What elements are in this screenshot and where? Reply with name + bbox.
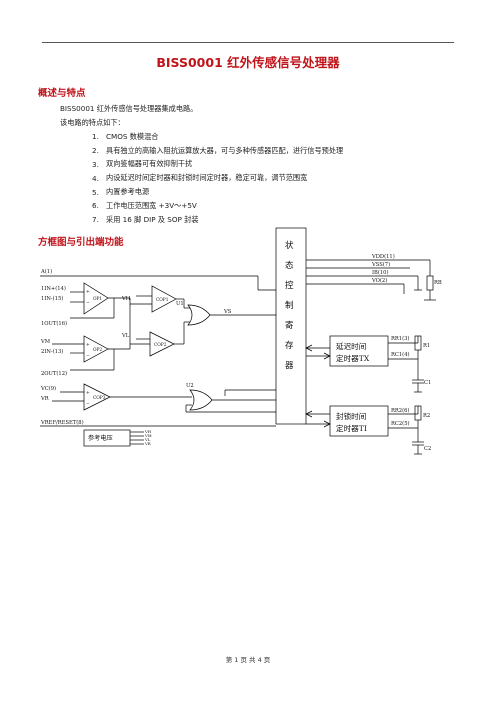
- state-control-register: [275, 227, 307, 425]
- op2-label: OP2: [93, 348, 102, 353]
- block-diagram: A(1) 1IN+(14) 1IN-(15) + − OP1 1OUT(16) …: [40, 227, 442, 455]
- label-c1: C1: [424, 380, 431, 386]
- register-char-6: 器: [285, 361, 294, 371]
- u2-or-gate: [189, 389, 213, 411]
- pin-vref-reset: VREF/RESET(8): [40, 419, 84, 426]
- register-char-4: 寄: [285, 320, 294, 331]
- intro-features-lead: 该电路的特点如下：: [60, 118, 125, 127]
- register-char-3: 制: [285, 300, 294, 311]
- list-item: 3.双向鉴幅器可有效抑制干扰: [92, 159, 193, 169]
- u2-label: U2: [186, 383, 194, 389]
- label-vs: VS: [223, 309, 232, 315]
- document-title: BISS0001 红外传感信号处理器: [156, 55, 340, 70]
- svg-text:−: −: [86, 354, 90, 359]
- ref-out-vl: VL: [144, 437, 151, 442]
- pin-vm: VM: [40, 339, 51, 345]
- ref-block-label: 参考电压: [88, 434, 113, 442]
- pin-rr1: RR1(3): [391, 335, 409, 342]
- pin-a: A(1): [40, 268, 52, 275]
- svg-text:+: +: [86, 289, 90, 295]
- list-item: 5.内置参考电源: [92, 187, 150, 197]
- pin-2out: 2OUT(12): [41, 370, 67, 377]
- op1-label: OP1: [93, 297, 102, 302]
- label-rb: RB: [434, 280, 442, 286]
- delay-timer-block: [329, 335, 389, 367]
- register-char-0: 状: [285, 240, 294, 251]
- reference-voltage-block: [83, 429, 131, 447]
- svg-text:+: +: [86, 390, 90, 396]
- page-footer: 第 1 页 共 4 页: [225, 656, 271, 664]
- intro-paragraph: BISS0001 红外传感信号处理器集成电路。: [60, 104, 198, 113]
- pin-1in-minus: 1IN-(15): [41, 295, 63, 302]
- top-rule: [42, 42, 454, 43]
- op2-amplifier: [83, 335, 109, 363]
- label-c2: C2: [424, 446, 431, 452]
- pin-rc1: RC1(4): [391, 351, 410, 358]
- list-item: 4.内设延迟时间定时器和封锁时间定时器，稳定可靠，调节范围宽: [92, 173, 308, 183]
- rb-resistor: [426, 275, 434, 291]
- register-char-2: 控: [285, 280, 294, 291]
- ref-out-vm: VM: [144, 433, 152, 438]
- cop3-comparator: [83, 383, 111, 411]
- op1-amplifier: [83, 282, 109, 315]
- label-vh: VH: [121, 296, 131, 302]
- pin-vr: VR: [40, 396, 50, 402]
- list-item: 6.工作电压范围宽 +3V～+5V: [92, 200, 197, 211]
- section-heading-overview: 概述与特点: [38, 88, 86, 99]
- blocking-timer-block: [329, 405, 389, 437]
- pin-2in-minus: 2IN-(13): [41, 348, 63, 355]
- pin-vdd: VDD(11): [371, 253, 395, 260]
- list-item: 2.具有独立的高输入阻抗运算放大器，可与多种传感器匹配，进行信号预处理: [92, 145, 344, 156]
- pin-1out: 1OUT(16): [41, 320, 67, 327]
- label-vl: VL: [121, 333, 130, 339]
- pin-1in-plus: 1IN+(14): [41, 285, 66, 292]
- u1-or-gate: [187, 304, 211, 326]
- pin-ib: IB(10): [372, 269, 389, 276]
- ref-out-vr: VR: [144, 441, 151, 446]
- register-char-5: 存: [285, 340, 294, 351]
- svg-text:+: +: [86, 342, 90, 348]
- delay-timer-line2: 定时器TX: [336, 353, 370, 363]
- label-r2: R2: [423, 413, 430, 419]
- cop3-label: COP3: [93, 396, 106, 401]
- section-heading-block-diagram: 方框图与引出端功能: [38, 237, 124, 248]
- cop2-comparator: [149, 331, 175, 357]
- svg-text:−: −: [86, 402, 90, 407]
- cop1-comparator: [151, 285, 177, 313]
- ref-out-vh: VH: [144, 429, 152, 434]
- cop2-label: COP2: [154, 343, 167, 348]
- pin-vo: VO(2): [371, 277, 387, 284]
- list-item: 7.采用 16 脚 DIP 及 SOP 封装: [92, 214, 199, 225]
- pin-vss: VSS(7): [371, 261, 390, 268]
- feature-list: 1.CMOS 数模混合 2.具有独立的高输入阻抗运算放大器，可与多种传感器匹配，…: [92, 130, 343, 227]
- cop1-label: COP1: [156, 298, 169, 303]
- pin-rc2: RC2(5): [391, 420, 410, 427]
- label-r1: R1: [423, 343, 430, 349]
- u1-label: U1: [176, 301, 184, 307]
- pin-vc: VC(9): [40, 385, 56, 392]
- pin-rr2: RR2(6): [391, 407, 409, 414]
- list-item: 1.CMOS 数模混合: [92, 131, 159, 142]
- block-timer-line1: 封锁时间: [336, 411, 366, 421]
- register-char-1: 态: [285, 260, 294, 271]
- delay-timer-line1: 延迟时间: [336, 341, 366, 351]
- block-timer-line2: 定时器TI: [336, 423, 367, 433]
- svg-text:−: −: [86, 301, 90, 306]
